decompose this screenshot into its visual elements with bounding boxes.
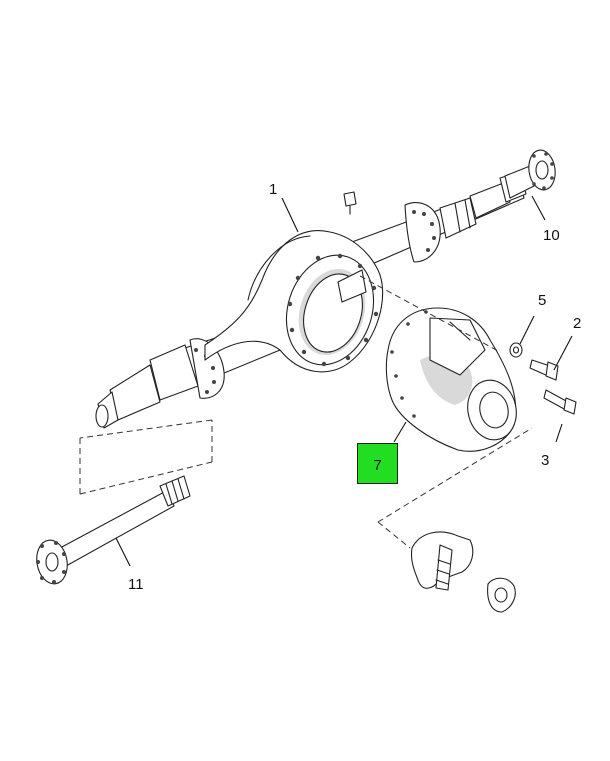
- callout-1[interactable]: 1: [269, 181, 278, 198]
- callout-5[interactable]: 5: [538, 292, 547, 309]
- callout-7[interactable]: 7: [373, 457, 382, 474]
- callout-3[interactable]: 3: [541, 452, 550, 469]
- bolt-long[interactable]: [543, 389, 577, 415]
- yoke-assembly[interactable]: [410, 531, 516, 613]
- differential-carrier[interactable]: [385, 307, 521, 452]
- axle-shaft-left[interactable]: [33, 475, 191, 586]
- assembly-guide-lines: [79, 275, 533, 549]
- callout-10[interactable]: 10: [543, 227, 560, 244]
- washer[interactable]: [509, 342, 523, 358]
- leader-lines: [115, 195, 573, 567]
- callout-2[interactable]: 2: [573, 315, 582, 332]
- callout-7-highlight[interactable]: 7: [357, 443, 398, 484]
- callout-11[interactable]: 11: [128, 576, 144, 593]
- axle-shaft-right[interactable]: [504, 148, 558, 199]
- bolt-short[interactable]: [529, 359, 559, 381]
